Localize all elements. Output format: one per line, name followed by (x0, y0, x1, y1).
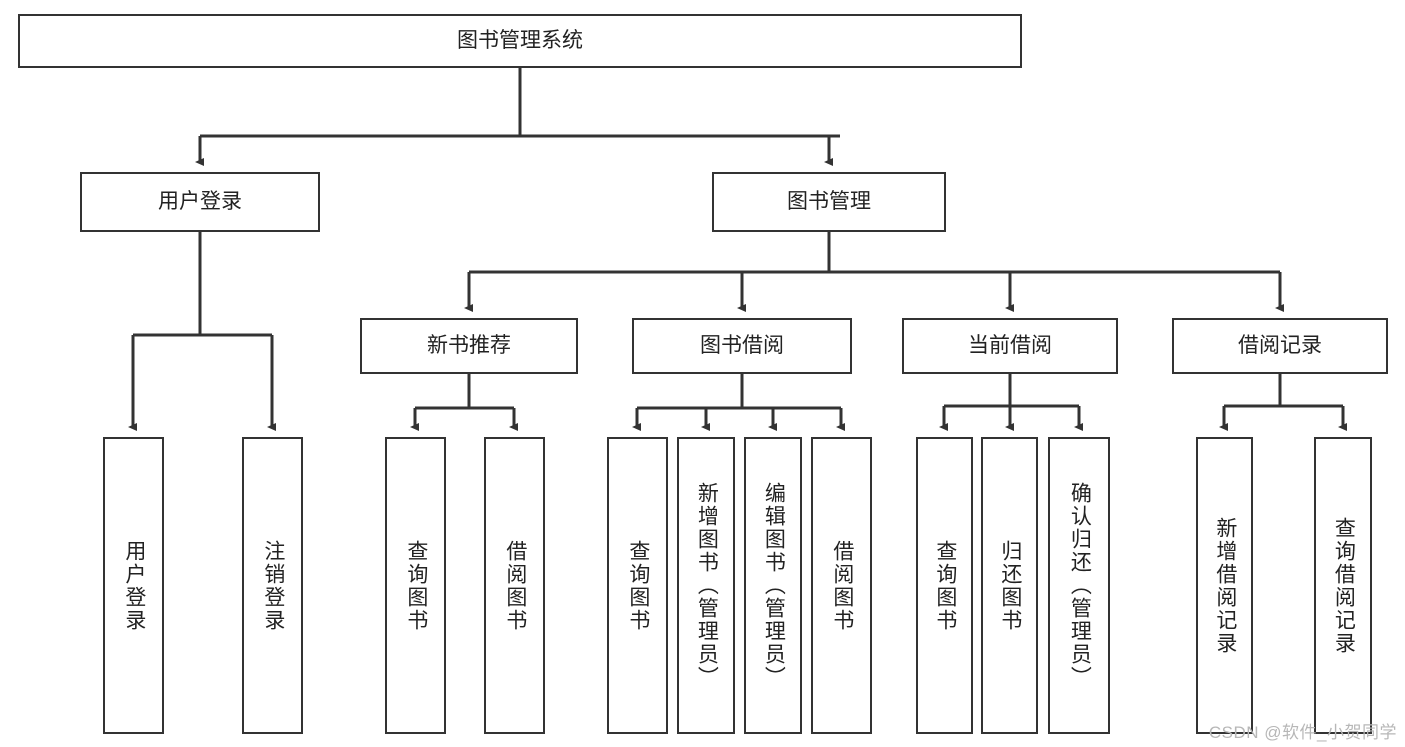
leaf-query-book-recommend[interactable]: 查询图书 (385, 437, 446, 734)
leaf-query-book-recommend-label: 查询图书 (404, 539, 428, 632)
node-current-borrow[interactable]: 当前借阅 (902, 318, 1118, 374)
leaf-user-login-label: 用户登录 (122, 539, 146, 632)
node-user-login-label: 用户登录 (158, 189, 242, 213)
node-new-book-recommend-label: 新书推荐 (427, 333, 511, 357)
leaf-add-borrow-record[interactable]: 新增借阅记录 (1196, 437, 1253, 734)
leaf-logout[interactable]: 注销登录 (242, 437, 303, 734)
leaf-query-book-borrow-label: 查询图书 (626, 539, 650, 632)
leaf-borrow-book[interactable]: 借阅图书 (811, 437, 872, 734)
node-book-borrow[interactable]: 图书借阅 (632, 318, 852, 374)
watermark-text: CSDN @软件_小贺同学 (1208, 723, 1397, 742)
leaf-add-book-admin[interactable]: 新增图书（管理员） (677, 437, 735, 734)
leaf-user-login[interactable]: 用户登录 (103, 437, 164, 734)
leaf-borrow-book-label: 借阅图书 (830, 539, 854, 632)
node-root-system[interactable]: 图书管理系统 (18, 14, 1022, 68)
leaf-edit-book-admin[interactable]: 编辑图书（管理员） (744, 437, 802, 734)
leaf-borrow-book-recommend-label: 借阅图书 (503, 539, 527, 632)
leaf-query-borrow-record-label: 查询借阅记录 (1332, 516, 1356, 655)
leaf-borrow-book-recommend[interactable]: 借阅图书 (484, 437, 545, 734)
leaf-query-borrow-record[interactable]: 查询借阅记录 (1314, 437, 1372, 734)
node-new-book-recommend[interactable]: 新书推荐 (360, 318, 578, 374)
node-current-borrow-label: 当前借阅 (968, 333, 1052, 357)
leaf-return-book[interactable]: 归还图书 (981, 437, 1038, 734)
leaf-return-book-label: 归还图书 (998, 539, 1022, 632)
leaf-query-book-current[interactable]: 查询图书 (916, 437, 973, 734)
node-user-login[interactable]: 用户登录 (80, 172, 320, 232)
leaf-add-book-admin-label: 新增图书（管理员） (695, 482, 719, 689)
leaf-add-borrow-record-label: 新增借阅记录 (1213, 516, 1237, 655)
node-borrow-record-label: 借阅记录 (1238, 333, 1322, 357)
node-borrow-record[interactable]: 借阅记录 (1172, 318, 1388, 374)
node-book-management[interactable]: 图书管理 (712, 172, 946, 232)
leaf-query-book-current-label: 查询图书 (933, 539, 957, 632)
leaf-logout-label: 注销登录 (261, 539, 285, 632)
leaf-confirm-return-admin-label: 确认归还（管理员） (1068, 482, 1092, 689)
node-root-label: 图书管理系统 (457, 28, 583, 52)
node-book-borrow-label: 图书借阅 (700, 333, 784, 357)
leaf-query-book-borrow[interactable]: 查询图书 (607, 437, 668, 734)
leaf-confirm-return-admin[interactable]: 确认归还（管理员） (1048, 437, 1110, 734)
leaf-edit-book-admin-label: 编辑图书（管理员） (762, 482, 786, 689)
node-book-management-label: 图书管理 (787, 189, 871, 213)
